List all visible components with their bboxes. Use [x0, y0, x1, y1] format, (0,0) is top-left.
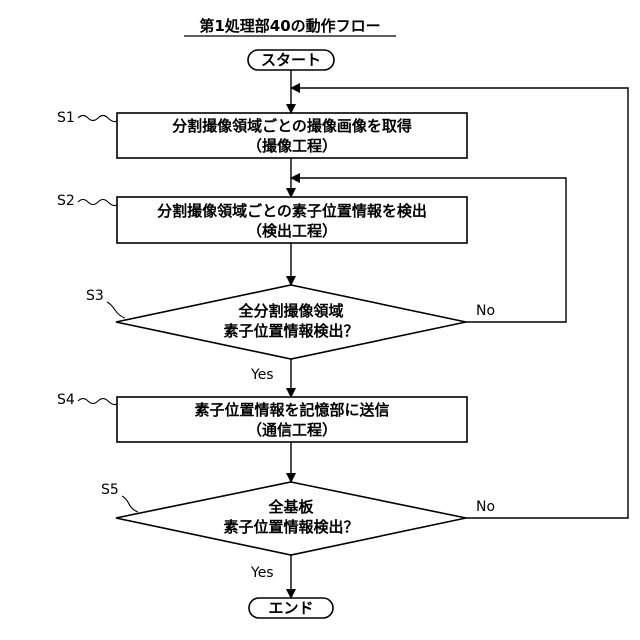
edge-label-s3-no: No: [476, 303, 495, 319]
leader-s3: [107, 302, 125, 318]
edge-label-s5-no: No: [476, 499, 495, 515]
step-label-s3: S3: [86, 288, 104, 304]
leader-s1: [78, 116, 117, 122]
step-label-s1: S1: [57, 110, 75, 126]
step-label-s4: S4: [57, 392, 75, 408]
process-s4-line1: 素子位置情報を記憶部に送信: [194, 401, 389, 419]
decision-s3-line2: 素子位置情報検出？: [223, 322, 358, 340]
process-s2-line2: （検出工程）: [247, 222, 337, 240]
decision-s5-line1: 全基板: [267, 498, 314, 516]
start-label: スタート: [261, 51, 321, 69]
process-s2-line1: 分割撮像領域ごとの素子位置情報を検出: [157, 202, 427, 220]
edge-label-s5-yes: Yes: [250, 565, 274, 581]
leader-s4: [78, 399, 117, 405]
leader-s5: [122, 496, 138, 512]
decision-s3-line1: 全分割撮像領域: [237, 302, 343, 320]
edge-label-s3-yes: Yes: [250, 367, 274, 383]
decision-s5-line2: 素子位置情報検出？: [223, 518, 358, 536]
leader-s2: [78, 200, 117, 206]
process-s1-line2: （撮像工程）: [247, 137, 337, 155]
step-label-s2: S2: [57, 193, 75, 209]
process-s1-line1: 分割撮像領域ごとの撮像画像を取得: [172, 117, 412, 135]
process-s4-line2: （通信工程）: [247, 421, 337, 439]
end-label: エンド: [268, 599, 313, 617]
step-label-s5: S5: [101, 482, 119, 498]
diagram-title: 第1処理部40の動作フロー: [199, 17, 380, 35]
